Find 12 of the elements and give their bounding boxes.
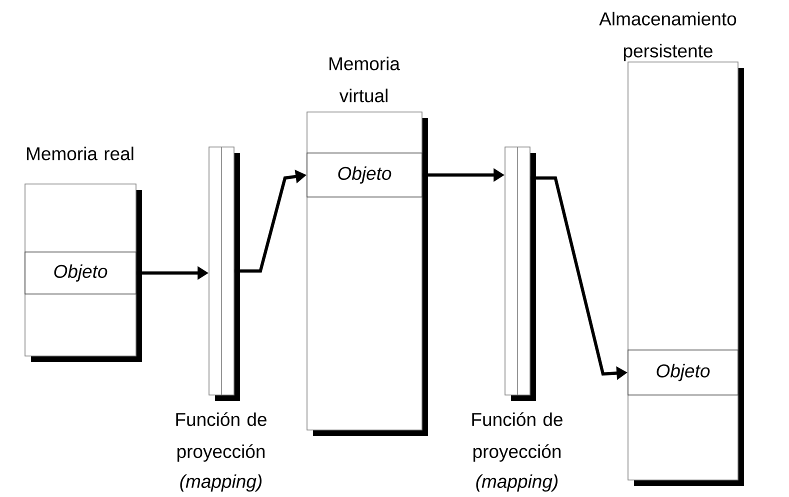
node-label: Memoria virtual bbox=[330, 56, 400, 102]
node-label: Función de proyección bbox=[472, 412, 562, 462]
node-label: (mapping) bbox=[476, 474, 558, 492]
node-label: Almacenamiento persistente bbox=[599, 12, 736, 62]
object-cell: Objeto bbox=[306, 152, 422, 198]
node-label: Memoria real bbox=[27, 146, 134, 160]
node-label: (mapping) bbox=[180, 474, 262, 492]
mapping-bar: Función de proyección (mapping) bbox=[176, 146, 266, 492]
mapping-bar: Función de proyección (mapping) bbox=[472, 146, 562, 492]
node-label: Función de proyección bbox=[176, 412, 266, 462]
object-cell: Objeto bbox=[24, 252, 136, 294]
object-cell: Objeto bbox=[628, 350, 738, 396]
